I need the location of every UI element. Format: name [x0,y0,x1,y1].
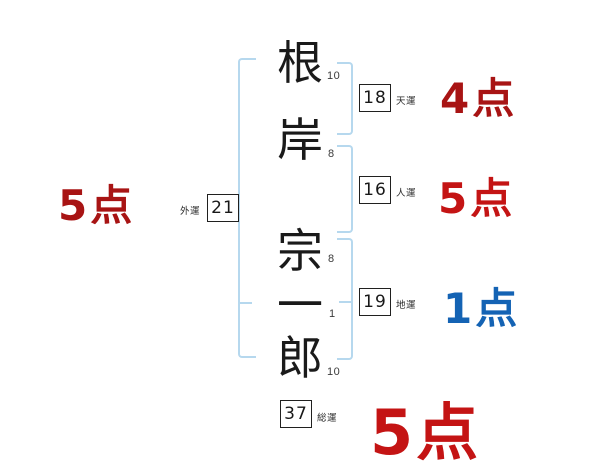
tenun-value-box: 18 [359,84,391,112]
gaiun-value-box: 21 [207,194,239,222]
jinun-score: 5点 [438,174,516,223]
stroke-count-2: 8 [328,148,335,160]
chiun-label: 地運 [396,300,417,311]
chiun-score: 1点 [443,284,521,333]
tenun-score: 4点 [440,74,518,123]
name-char-1: 根 [277,36,323,90]
tenun-label: 天運 [396,96,417,107]
outer-bracket-tick [238,302,252,304]
jinun-bracket [337,145,353,233]
chiun-value-box: 19 [359,288,391,316]
stroke-count-5: 10 [327,366,341,378]
stroke-count-3: 8 [328,253,335,265]
souun-value-box: 37 [280,400,312,428]
gaiun-label: 外運 [180,206,201,217]
souun-label: 総運 [317,413,338,424]
gaiun-score: 5点 [58,181,136,230]
stroke-count-1: 10 [327,70,341,82]
souun-score: 5点 [370,396,482,469]
name-char-3: 宗 [277,224,323,278]
chiun-bracket [337,238,353,360]
tenun-bracket [337,62,353,135]
chiun-bracket-tick [339,301,353,303]
name-char-2: 岸 [277,113,323,167]
outer-fortune-bracket [238,58,256,358]
stroke-count-4: 1 [329,308,336,320]
name-char-4: 一 [277,278,323,332]
jinun-label: 人運 [396,188,417,199]
name-char-5: 郎 [277,331,323,385]
jinun-value-box: 16 [359,176,391,204]
